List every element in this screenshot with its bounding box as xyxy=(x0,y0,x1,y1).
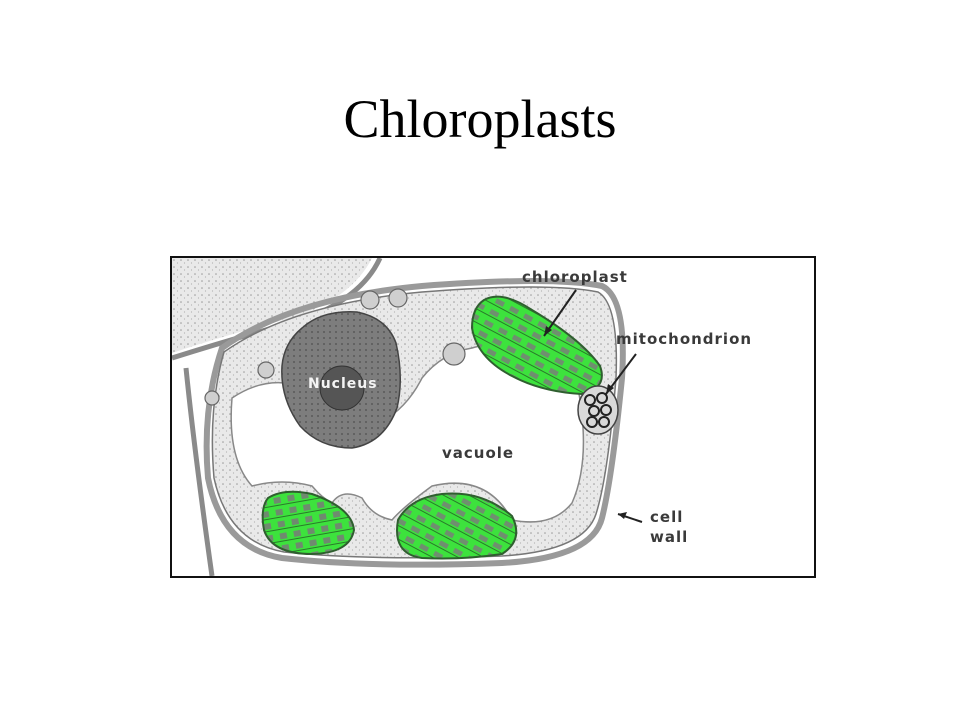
mitochondrion-label: mitochondrion xyxy=(616,330,752,348)
chloroplast-bottom-left xyxy=(261,490,356,556)
chloroplast-top xyxy=(470,295,603,396)
chloroplast-label: chloroplast xyxy=(522,268,628,286)
slide-title: Chloroplasts xyxy=(343,89,617,149)
cell-diagram: Nucleus chloroplast mitochondrion vacuol… xyxy=(170,256,816,578)
cell-wall xyxy=(203,278,626,568)
neighbor-cell xyxy=(172,258,372,353)
nucleolus xyxy=(319,365,365,411)
vesicle xyxy=(442,342,466,366)
vesicle xyxy=(360,290,380,310)
mitochondrion-cristae xyxy=(584,392,612,428)
nucleus-label: Nucleus xyxy=(308,376,378,392)
vesicle xyxy=(257,361,275,379)
cell-wall-label-line1: cell xyxy=(650,508,683,526)
vesicle xyxy=(204,390,220,406)
outer-wall-left xyxy=(183,367,215,576)
vesicle xyxy=(388,288,408,308)
cell-wall-label-line2: wall xyxy=(650,528,688,546)
chloroplast-bottom-middle xyxy=(396,492,518,560)
plant-cell-illustration: Nucleus chloroplast mitochondrion vacuol… xyxy=(172,258,752,576)
vacuole-label: vacuole xyxy=(442,444,514,462)
